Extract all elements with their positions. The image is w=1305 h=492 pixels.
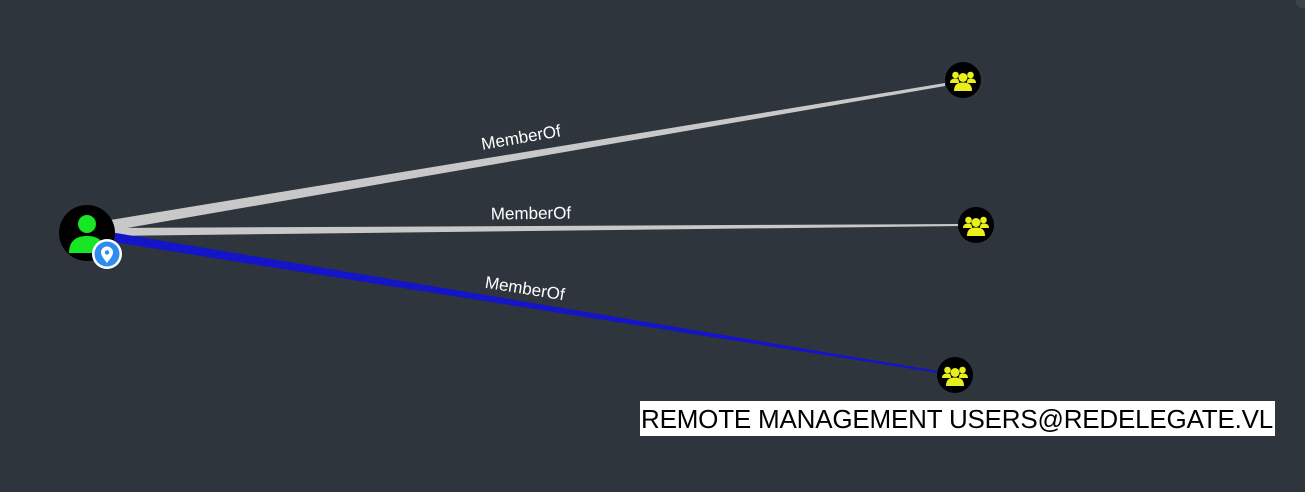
- group-node-2[interactable]: [958, 207, 994, 243]
- edge-memberof-1[interactable]: [98, 83, 945, 232]
- edges: [98, 83, 960, 373]
- users-group-icon: [942, 366, 968, 386]
- users-group-icon: [963, 216, 989, 236]
- group-node-3[interactable]: [937, 357, 973, 393]
- edge-memberof-2[interactable]: [104, 224, 960, 236]
- users-group-icon: [950, 71, 976, 91]
- edge-label-2: MemberOf: [491, 204, 572, 224]
- group-node-1[interactable]: [945, 62, 981, 98]
- map-marker-icon: [92, 239, 122, 269]
- user-node[interactable]: [59, 205, 122, 269]
- edge-memberof-3[interactable]: [100, 231, 938, 373]
- group-node-3-label: REMOTE MANAGEMENT USERS@REDELEGATE.VL: [640, 401, 1276, 436]
- panel-corner-tab[interactable]: [1296, 0, 1305, 8]
